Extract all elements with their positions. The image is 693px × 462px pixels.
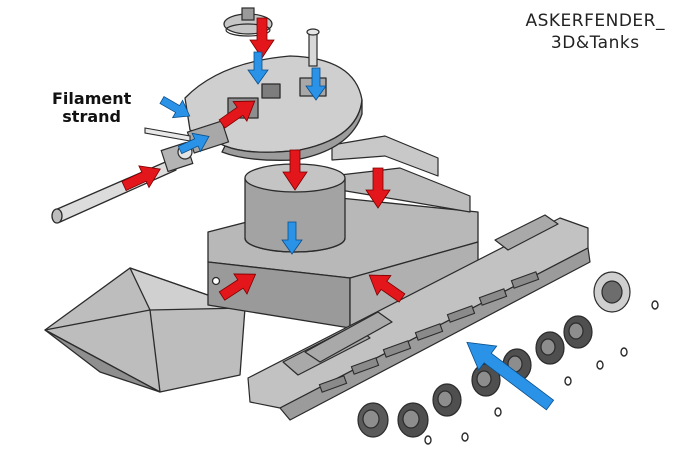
road-wheel bbox=[471, 363, 501, 397]
turret-ring bbox=[244, 163, 346, 253]
road-wheel bbox=[397, 402, 429, 438]
watermark-line-1: ASKERFENDER_ bbox=[525, 11, 665, 31]
watermark-line-2: 3D&Tanks bbox=[550, 33, 640, 53]
antenna-pin bbox=[306, 28, 320, 67]
callout-line-1: Filament bbox=[52, 89, 132, 108]
suspension-arms bbox=[318, 271, 540, 393]
filament-strand-callout: Filament strand bbox=[52, 90, 131, 126]
retaining-rings bbox=[424, 300, 659, 445]
road-wheel bbox=[563, 315, 593, 349]
watermark: ASKERFENDER_ 3D&Tanks bbox=[525, 10, 665, 54]
road-wheels bbox=[357, 271, 631, 438]
idler-wheel bbox=[593, 271, 631, 313]
road-wheel bbox=[432, 383, 462, 417]
engine-deck bbox=[331, 135, 471, 213]
road-wheel bbox=[535, 331, 565, 365]
callout-line-2: strand bbox=[62, 107, 121, 126]
filament-strand bbox=[144, 127, 191, 142]
road-wheel bbox=[357, 402, 389, 438]
